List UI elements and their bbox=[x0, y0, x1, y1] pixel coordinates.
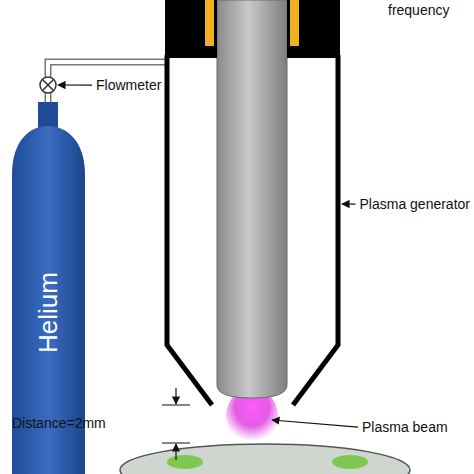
gas-pipe bbox=[48, 62, 168, 77]
cylinder-neck bbox=[38, 102, 58, 128]
rf-electrode-strip bbox=[205, 0, 214, 46]
gas-pipe bbox=[48, 62, 168, 77]
substrate bbox=[120, 444, 410, 474]
part-label: Plasma generator bbox=[359, 196, 470, 212]
generator-head bbox=[165, 0, 340, 58]
leader-arrow bbox=[272, 420, 358, 427]
sample-spot bbox=[332, 455, 368, 469]
plasma-generator-housing bbox=[167, 55, 338, 405]
leader-arrow bbox=[342, 203, 355, 204]
sample-spot bbox=[167, 455, 203, 469]
part-label: Flowmeter bbox=[96, 77, 161, 93]
part-label: Plasma beam bbox=[362, 419, 448, 435]
dimension-label: Distance=2mm bbox=[12, 415, 106, 431]
part-label: frequency bbox=[388, 2, 449, 18]
rf-electrode-strip bbox=[290, 0, 299, 46]
flowmeter-symbol bbox=[40, 77, 56, 93]
leader-arrow bbox=[58, 84, 92, 85]
electrode-rod bbox=[217, 0, 287, 398]
distance-arrow bbox=[175, 388, 176, 404]
flowmeter-cross bbox=[43, 80, 54, 91]
distance-tick bbox=[162, 405, 190, 443]
cylinder-label: Helium bbox=[33, 272, 64, 353]
distance-arrow bbox=[175, 444, 176, 460]
